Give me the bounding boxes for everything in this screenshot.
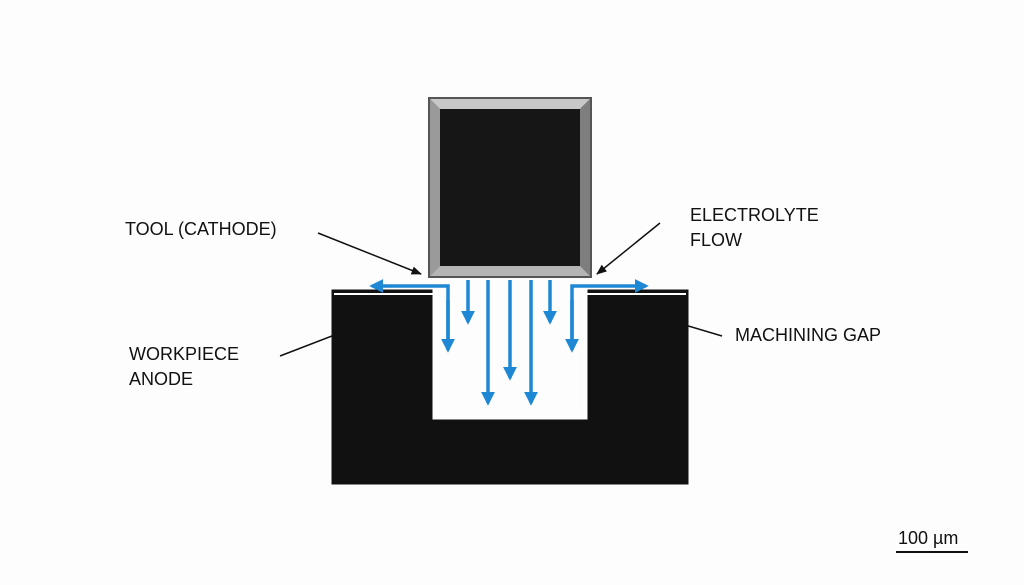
- leader-tool: [317, 232, 422, 275]
- scale-bar-label: 100 µm: [898, 528, 958, 548]
- machining-gap-outline: [334, 293, 686, 417]
- tool-cathode: [428, 97, 592, 278]
- leader-lines: [279, 222, 723, 357]
- workpiece-anode: [331, 289, 689, 485]
- label-machining-gap: MACHINING GAP: [735, 325, 881, 345]
- electrolyte-flow-arrows: [369, 279, 649, 406]
- label-workpiece-line1: WORKPIECE: [129, 344, 239, 364]
- label-tool-cathode: TOOL (CATHODE): [125, 219, 277, 239]
- label-electrolyte-line2: FLOW: [690, 230, 742, 250]
- leader-workpiece: [279, 301, 421, 357]
- label-electrolyte-line1: ELECTROLYTE: [690, 205, 819, 225]
- leader-gap: [599, 298, 723, 337]
- leader-electrolyte: [596, 222, 661, 275]
- scale-bar: 100 µm: [896, 528, 968, 553]
- label-workpiece-line2: ANODE: [129, 369, 193, 389]
